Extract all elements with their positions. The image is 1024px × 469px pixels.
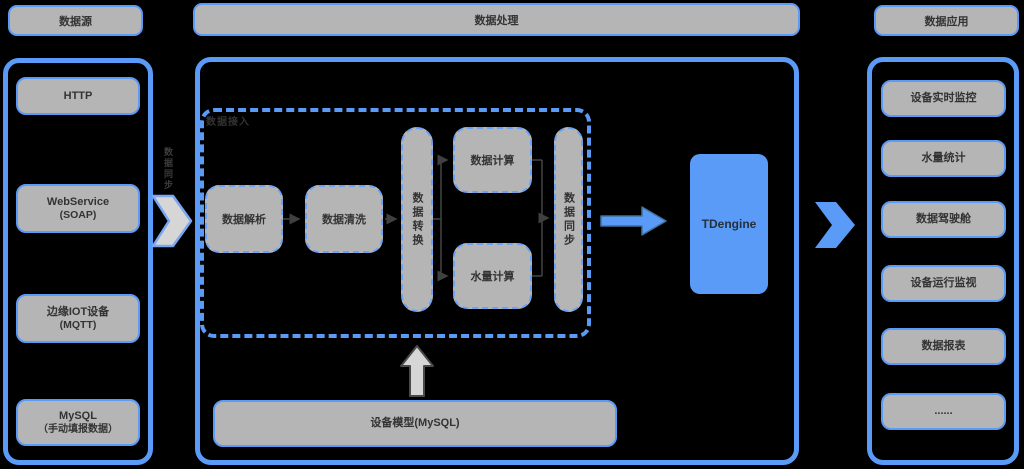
ingest-zone xyxy=(200,108,591,338)
source-http-label: HTTP xyxy=(63,89,93,102)
source-webservice-label: WebService xyxy=(46,195,110,208)
header-data-source: 数据源 xyxy=(8,5,143,36)
header-data-processing: 数据处理 xyxy=(193,3,800,36)
source-webservice-sublabel: (SOAP) xyxy=(59,208,97,221)
source-webservice: WebService (SOAP) xyxy=(16,184,140,233)
source-mysql: MySQL （手动填报数据） xyxy=(16,399,140,446)
step-sync: 数据同步 xyxy=(554,127,583,312)
app-device-realtime-monitor: 设备实时监控 xyxy=(881,80,1006,117)
app-data-cockpit: 数据驾驶舱 xyxy=(881,201,1006,238)
ingest-zone-label: 数据接入 xyxy=(206,117,250,128)
step-calc-water: 水量计算 xyxy=(453,243,532,309)
source-http: HTTP xyxy=(16,77,140,115)
app-device-operation-monitor: 设备运行监视 xyxy=(881,265,1006,302)
tdengine-node: TDengine xyxy=(690,154,768,294)
source-mysql-sublabel: （手动填报数据） xyxy=(38,424,118,436)
source-mysql-label: MySQL xyxy=(59,409,97,422)
step-parse: 数据解析 xyxy=(205,185,283,253)
source-edge-iot: 边缘IOT设备 (MQTT) xyxy=(16,294,140,343)
step-clean: 数据清洗 xyxy=(305,185,383,253)
data-source-container xyxy=(3,58,153,465)
device-model-node: 设备模型(MySQL) xyxy=(213,400,617,447)
data-application-container xyxy=(867,57,1019,465)
data-processing-container xyxy=(195,57,799,465)
header-data-application: 数据应用 xyxy=(874,5,1019,36)
chevron-processing-to-application-icon xyxy=(812,200,858,250)
step-transform: 数据转换 xyxy=(401,127,433,312)
app-more-ellipsis: ...... xyxy=(881,393,1006,430)
app-data-report: 数据报表 xyxy=(881,328,1006,365)
source-edge-iot-label: 边缘IOT设备 xyxy=(46,305,110,318)
step-calc-data: 数据计算 xyxy=(453,127,532,193)
sync-in-label: 数据同步 xyxy=(163,147,173,191)
source-edge-iot-sublabel: (MQTT) xyxy=(59,318,97,331)
app-water-volume-stats: 水量统计 xyxy=(881,140,1006,177)
arrow-model-to-ingest-icon xyxy=(399,343,435,399)
chevron-source-to-processing-icon xyxy=(150,193,194,249)
arrow-to-tdengine-icon xyxy=(599,203,669,239)
